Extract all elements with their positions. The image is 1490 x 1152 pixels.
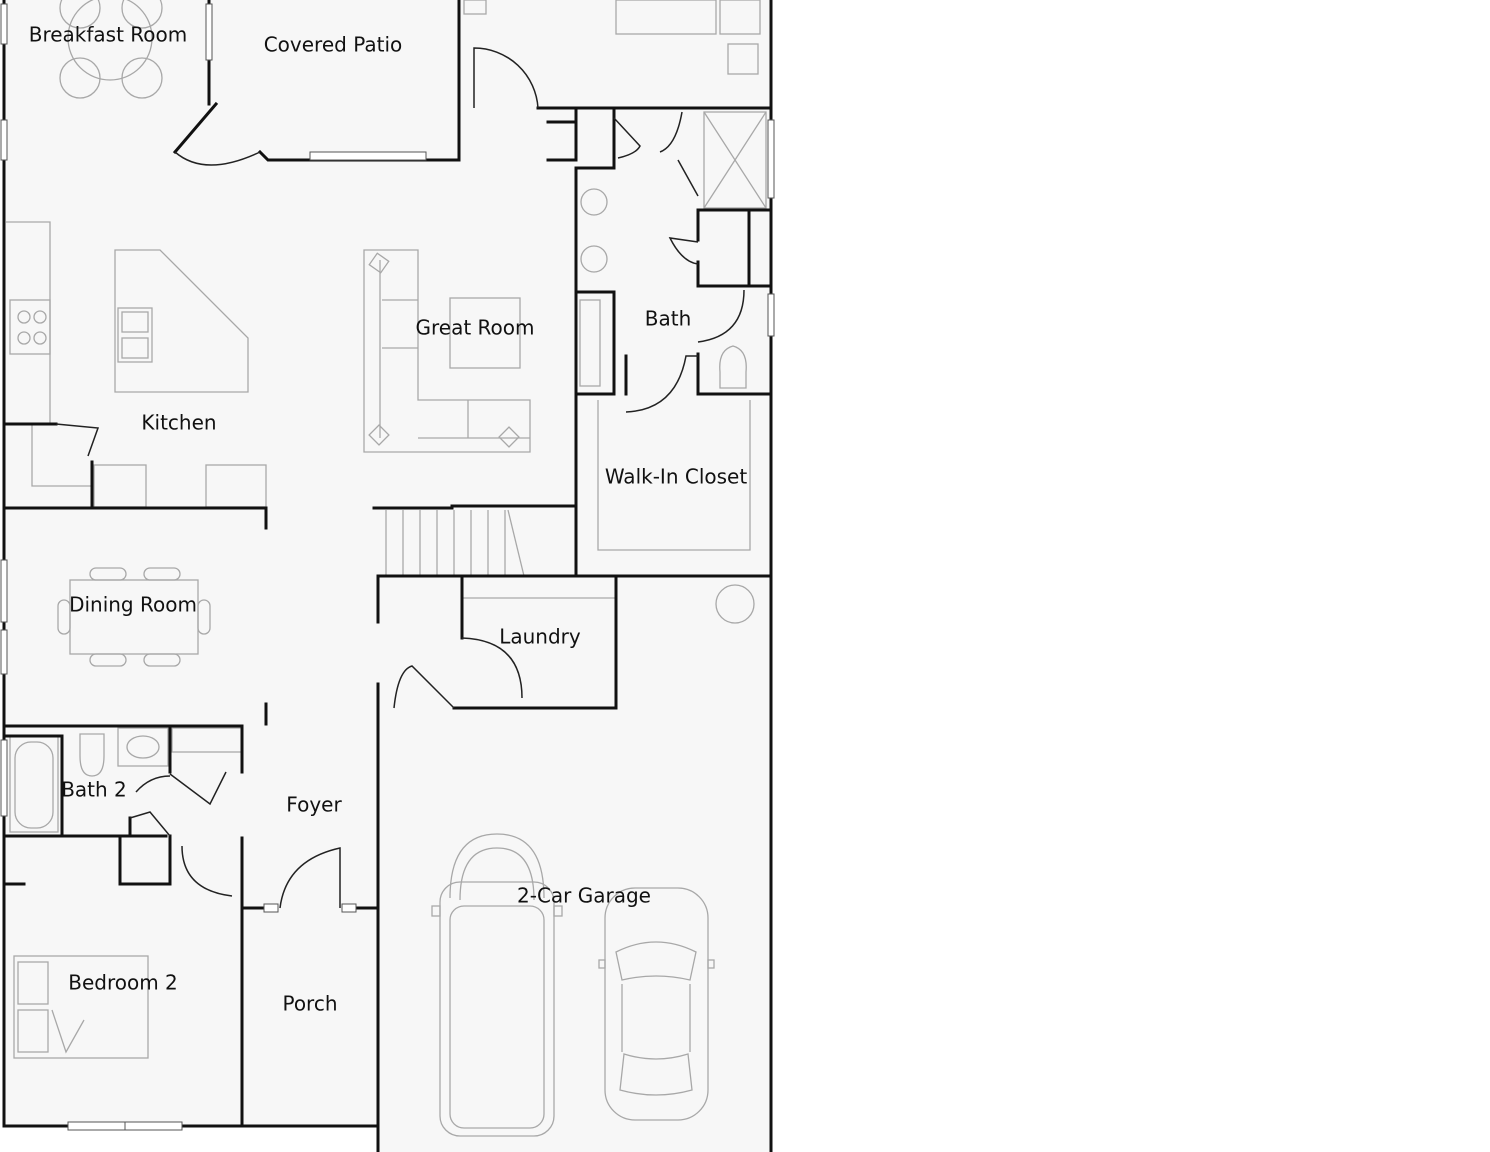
closet-shelving [597, 400, 751, 551]
dining-room-label: Dining Room [69, 593, 197, 617]
front-yard [4, 1126, 378, 1152]
bath-fixtures [579, 111, 767, 389]
sectional-sofa [363, 249, 531, 453]
walls [2, 0, 773, 1152]
great-room-label: Great Room [416, 316, 535, 340]
bath-label: Bath [645, 307, 692, 331]
porch-label: Porch [282, 992, 337, 1016]
foyer-label: Foyer [286, 793, 342, 817]
bath-2-fixtures [9, 727, 243, 833]
garage-label: 2-Car Garage [517, 884, 651, 908]
doors [55, 47, 745, 909]
breakfast-table [59, 0, 163, 99]
kitchen-label: Kitchen [141, 411, 216, 435]
bedroom-2-label: Bedroom 2 [68, 971, 178, 995]
covered-patio-label: Covered Patio [264, 33, 403, 57]
dining-table [57, 567, 211, 667]
van [431, 833, 563, 1137]
windows [0, 3, 775, 1131]
bed [13, 955, 149, 1059]
kitchen-island [114, 249, 249, 393]
laundry-label: Laundry [499, 625, 581, 649]
laundry-appliances [462, 584, 755, 624]
stairs [385, 509, 525, 577]
car [598, 887, 715, 1121]
top-bedroom-furniture [463, 0, 761, 75]
breakfast-room-label: Breakfast Room [29, 23, 188, 47]
bath-2-label: Bath 2 [61, 778, 127, 802]
walk-in-closet-label: Walk-In Closet [605, 465, 748, 489]
